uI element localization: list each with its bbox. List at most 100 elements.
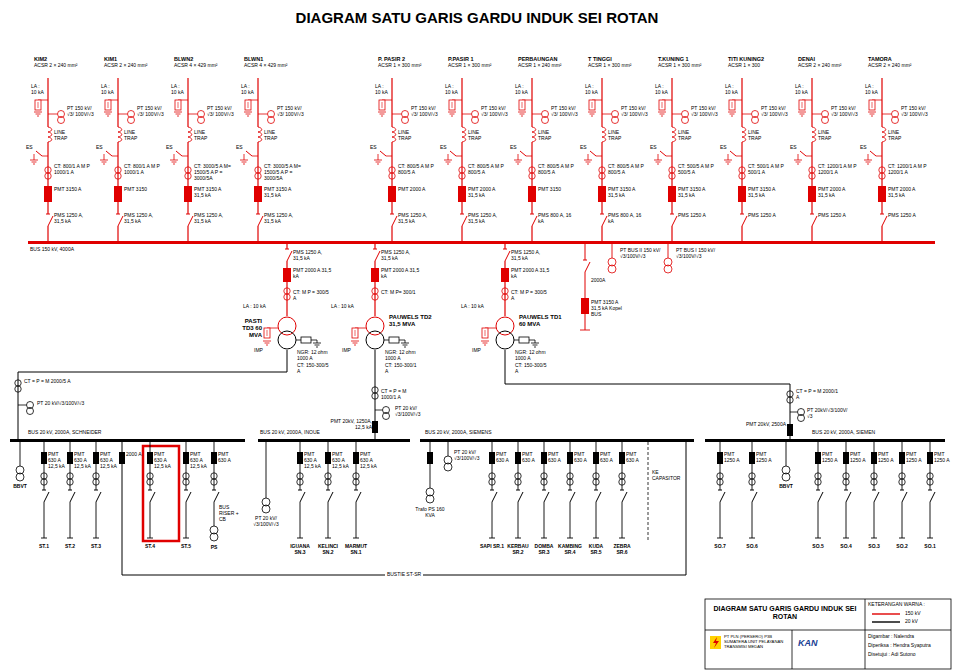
switch-gap bbox=[502, 249, 508, 261]
lv-winding bbox=[366, 331, 384, 349]
label-text: DIAGRAM SATU GARIS GARDU INDUK SEI ROTAN bbox=[710, 605, 860, 621]
disconnector-contact bbox=[94, 490, 98, 491]
disconnector-blade bbox=[818, 492, 823, 502]
disconnector-blade bbox=[742, 216, 747, 226]
label-text: CT: 150-300/1 A bbox=[385, 363, 419, 375]
disconnector-blade bbox=[258, 216, 263, 226]
line-trap-coil bbox=[602, 127, 606, 142]
label-text: KAN bbox=[798, 638, 838, 648]
bus-connection bbox=[122, 442, 686, 575]
wire bbox=[602, 114, 612, 115]
label-text: ES bbox=[236, 145, 244, 151]
title-block-rule bbox=[865, 599, 866, 669]
ct-symbol bbox=[372, 294, 378, 300]
label-text: CT: M P= 300/1 bbox=[381, 290, 417, 296]
label-text: PMS 1250 A bbox=[678, 213, 714, 219]
feeder-line bbox=[786, 442, 787, 466]
switch-gap bbox=[619, 490, 625, 502]
ground-symbol bbox=[866, 162, 871, 163]
disconnector-contact bbox=[900, 490, 904, 491]
switch-gap bbox=[871, 490, 877, 502]
ground-symbol bbox=[586, 162, 591, 163]
label-text: ACSR 1 × 300 bbox=[728, 63, 772, 69]
earthing-switch bbox=[660, 151, 666, 156]
label-text: TITI KUNING2 bbox=[728, 56, 790, 62]
circuit-breaker bbox=[843, 452, 849, 464]
earthing-switch bbox=[870, 151, 876, 156]
ground-symbol bbox=[33, 164, 35, 165]
disconnector-contact bbox=[810, 214, 814, 215]
cable-end bbox=[147, 538, 153, 539]
switch-gap bbox=[582, 260, 588, 272]
ct-symbol bbox=[879, 173, 885, 179]
ct-symbol bbox=[843, 479, 849, 485]
ground-symbol bbox=[353, 343, 358, 344]
label-text: CT: 150-300/5 A bbox=[515, 363, 549, 375]
earthing-switch bbox=[800, 151, 806, 156]
ct-symbol bbox=[899, 479, 905, 485]
label-text: PMT 1250 A bbox=[934, 452, 953, 464]
ngr-resistor bbox=[301, 337, 311, 343]
earthing-switch bbox=[798, 154, 799, 160]
label-text: PMS 1250 A, 31,5 kA bbox=[54, 213, 90, 225]
label-text: PMT 630 A 12,5 kA bbox=[100, 452, 119, 469]
disconnector-contact bbox=[816, 490, 820, 491]
wire bbox=[668, 244, 669, 258]
label-text: ES bbox=[370, 145, 378, 151]
ct-symbol bbox=[147, 479, 153, 485]
label-text: PMT 1250 A bbox=[878, 452, 897, 464]
line-trap-coil bbox=[258, 127, 262, 142]
label-text: LINE TRAP bbox=[194, 130, 216, 142]
circuit-breaker bbox=[598, 186, 606, 202]
lightning-arrester bbox=[802, 102, 803, 108]
lightning-arrester bbox=[662, 102, 663, 108]
disconnector-contact bbox=[718, 490, 722, 491]
switch-gap bbox=[183, 490, 189, 502]
ct-symbol bbox=[284, 288, 290, 294]
ct-symbol bbox=[502, 288, 508, 294]
ground-symbol bbox=[32, 162, 37, 163]
earthing-switch bbox=[730, 151, 736, 156]
feeder-line bbox=[430, 442, 431, 488]
ground-symbol bbox=[658, 112, 666, 113]
disconnector-blade bbox=[214, 492, 219, 502]
legend-text: 150 kV bbox=[905, 611, 921, 617]
ground-symbol bbox=[587, 164, 589, 165]
lightning-arrester bbox=[355, 330, 356, 336]
ground-symbol bbox=[104, 112, 112, 113]
ground-symbol bbox=[661, 116, 663, 117]
ground-symbol bbox=[403, 345, 408, 346]
ct-symbol bbox=[502, 294, 508, 300]
earthing-switch bbox=[590, 151, 596, 156]
ct-symbol bbox=[599, 173, 605, 179]
lightning-arrester bbox=[872, 102, 873, 108]
circuit-breaker bbox=[581, 298, 589, 314]
disconnector-blade bbox=[846, 492, 851, 502]
disconnector-contact bbox=[600, 214, 604, 215]
label-text: PT 20kV/√3/100V/√3 bbox=[807, 408, 851, 420]
label-text: NGR: 12 ohm 1000 A bbox=[515, 350, 549, 362]
ct-symbol bbox=[927, 479, 933, 485]
ct-symbol bbox=[815, 479, 821, 485]
disconnector-blade bbox=[300, 492, 305, 502]
bus-name: BUS 20 kV, 2000A, SIEMENS bbox=[425, 430, 492, 436]
pt-symbol bbox=[798, 415, 805, 422]
ground-symbol bbox=[728, 112, 736, 113]
cable-end bbox=[899, 538, 905, 539]
ground-symbol bbox=[107, 116, 109, 117]
circuit-breaker bbox=[147, 452, 153, 464]
label-text: PMT 630 A 12,5 kA bbox=[48, 452, 67, 469]
label-text: ES bbox=[26, 145, 34, 151]
label-text: ACSR 4 × 429 mm² bbox=[244, 63, 288, 69]
label-text: LINE TRAP bbox=[468, 130, 490, 142]
earthing-switch bbox=[244, 154, 245, 160]
label-text: CT = P = M 2000/5 A bbox=[24, 379, 84, 385]
disconnector-contact bbox=[568, 490, 572, 491]
ground-symbol bbox=[447, 164, 449, 165]
circuit-breaker bbox=[119, 452, 125, 464]
earthing-switch bbox=[518, 154, 519, 160]
ground-symbol bbox=[354, 345, 356, 346]
lv-winding bbox=[278, 331, 296, 349]
ground-symbol bbox=[724, 160, 732, 161]
circuit-breaker bbox=[619, 452, 625, 464]
